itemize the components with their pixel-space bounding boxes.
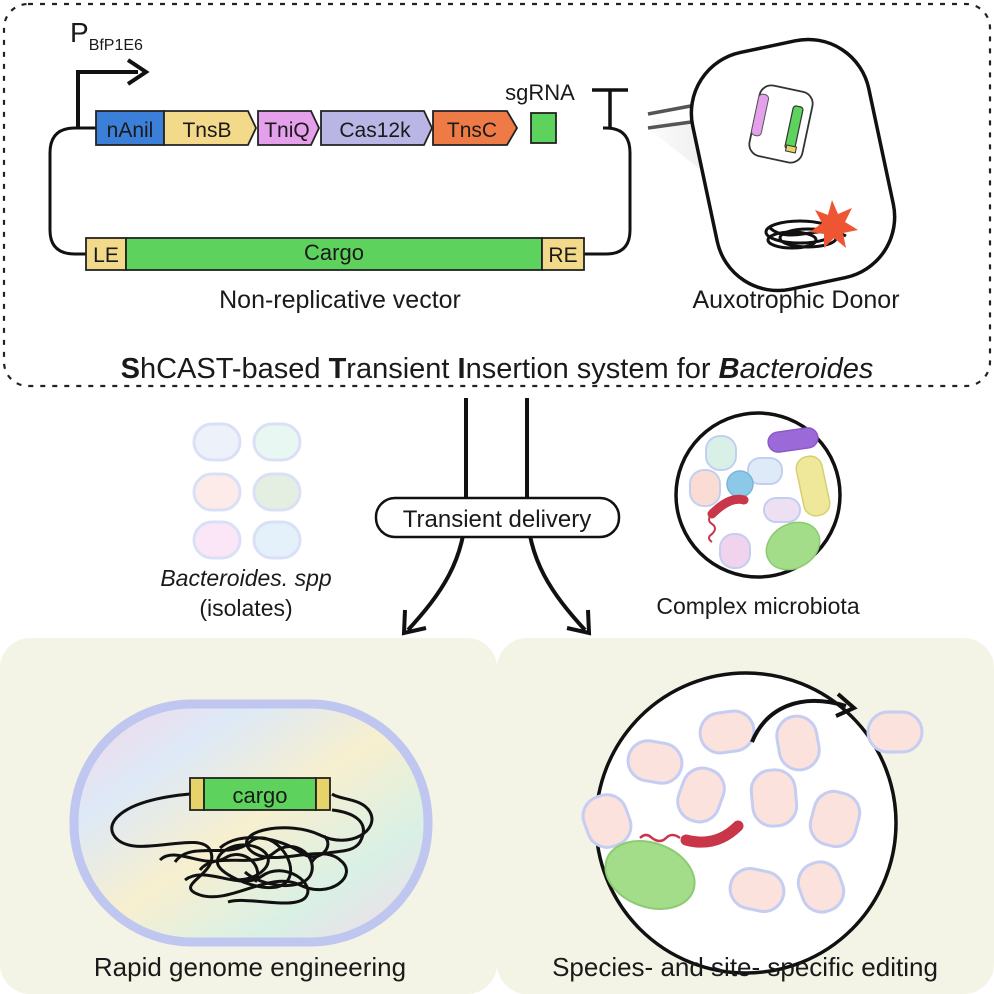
terminator-symbol xyxy=(592,88,628,128)
gene-label-TnsC: TnsC xyxy=(447,119,497,142)
delivery-badge xyxy=(374,496,621,539)
promoter-arrow xyxy=(76,70,138,128)
exit-arrowhead xyxy=(835,692,858,718)
gene-label-nAnil: nAnil xyxy=(107,119,154,142)
cargo-label: Cargo xyxy=(304,240,364,265)
gene-TnsC xyxy=(432,110,519,146)
vector-label: Non-replicative vector xyxy=(219,286,461,314)
lysis-burst xyxy=(810,200,858,248)
cargo-cassette xyxy=(85,237,585,271)
cargo-block xyxy=(125,237,543,271)
plasmid-backbone xyxy=(48,126,632,256)
exit-arrow xyxy=(750,698,847,743)
delivery-arrowhead-right xyxy=(566,609,592,636)
gene-label-Cas12k: Cas12k xyxy=(339,119,411,142)
promoter-arrowhead xyxy=(126,58,150,86)
delivery-label: Transient delivery xyxy=(403,506,592,533)
right-end xyxy=(541,237,585,271)
gene-cassette xyxy=(95,110,557,146)
le-label: LE xyxy=(93,244,119,267)
microbiota-circle xyxy=(674,411,842,579)
gene-label-TnsB: TnsB xyxy=(182,119,231,142)
left-result-label: Rapid genome engineering xyxy=(94,952,406,982)
gene-TnsB xyxy=(163,110,257,146)
right-result-label: Species- and site- specific editing xyxy=(552,952,938,982)
promoter-label: PBfP1E6 xyxy=(70,17,143,54)
green-cell xyxy=(604,840,696,910)
sgrna-label: sgRNA xyxy=(505,80,575,105)
genome-tangle xyxy=(110,792,374,905)
isolate-cells xyxy=(192,422,302,560)
integrated-cargo xyxy=(189,777,331,811)
gene-TniQ xyxy=(257,110,320,146)
microbiota-label: Complex microbiota xyxy=(656,593,859,619)
spirillum-cell xyxy=(680,820,744,848)
re-label: RE xyxy=(548,244,577,267)
isolates-sublabel: (isolates) xyxy=(199,595,292,621)
gene-label-TniQ: TniQ xyxy=(264,119,310,142)
cargo-small-label: cargo xyxy=(232,783,287,808)
donor-label: Auxotrophic Donor xyxy=(692,286,899,314)
sgrna-box xyxy=(530,112,557,144)
delivery-arrowhead-left xyxy=(401,609,427,636)
engineered-cell xyxy=(69,699,433,947)
community-cells xyxy=(581,709,862,914)
released-cell xyxy=(866,710,924,754)
isolates-label: Bacteroides. spp xyxy=(160,565,332,591)
gene-Cas12k xyxy=(320,110,433,146)
system-title: ShCAST-based Transient Insertion system … xyxy=(121,353,874,385)
donor-cell xyxy=(647,37,897,293)
